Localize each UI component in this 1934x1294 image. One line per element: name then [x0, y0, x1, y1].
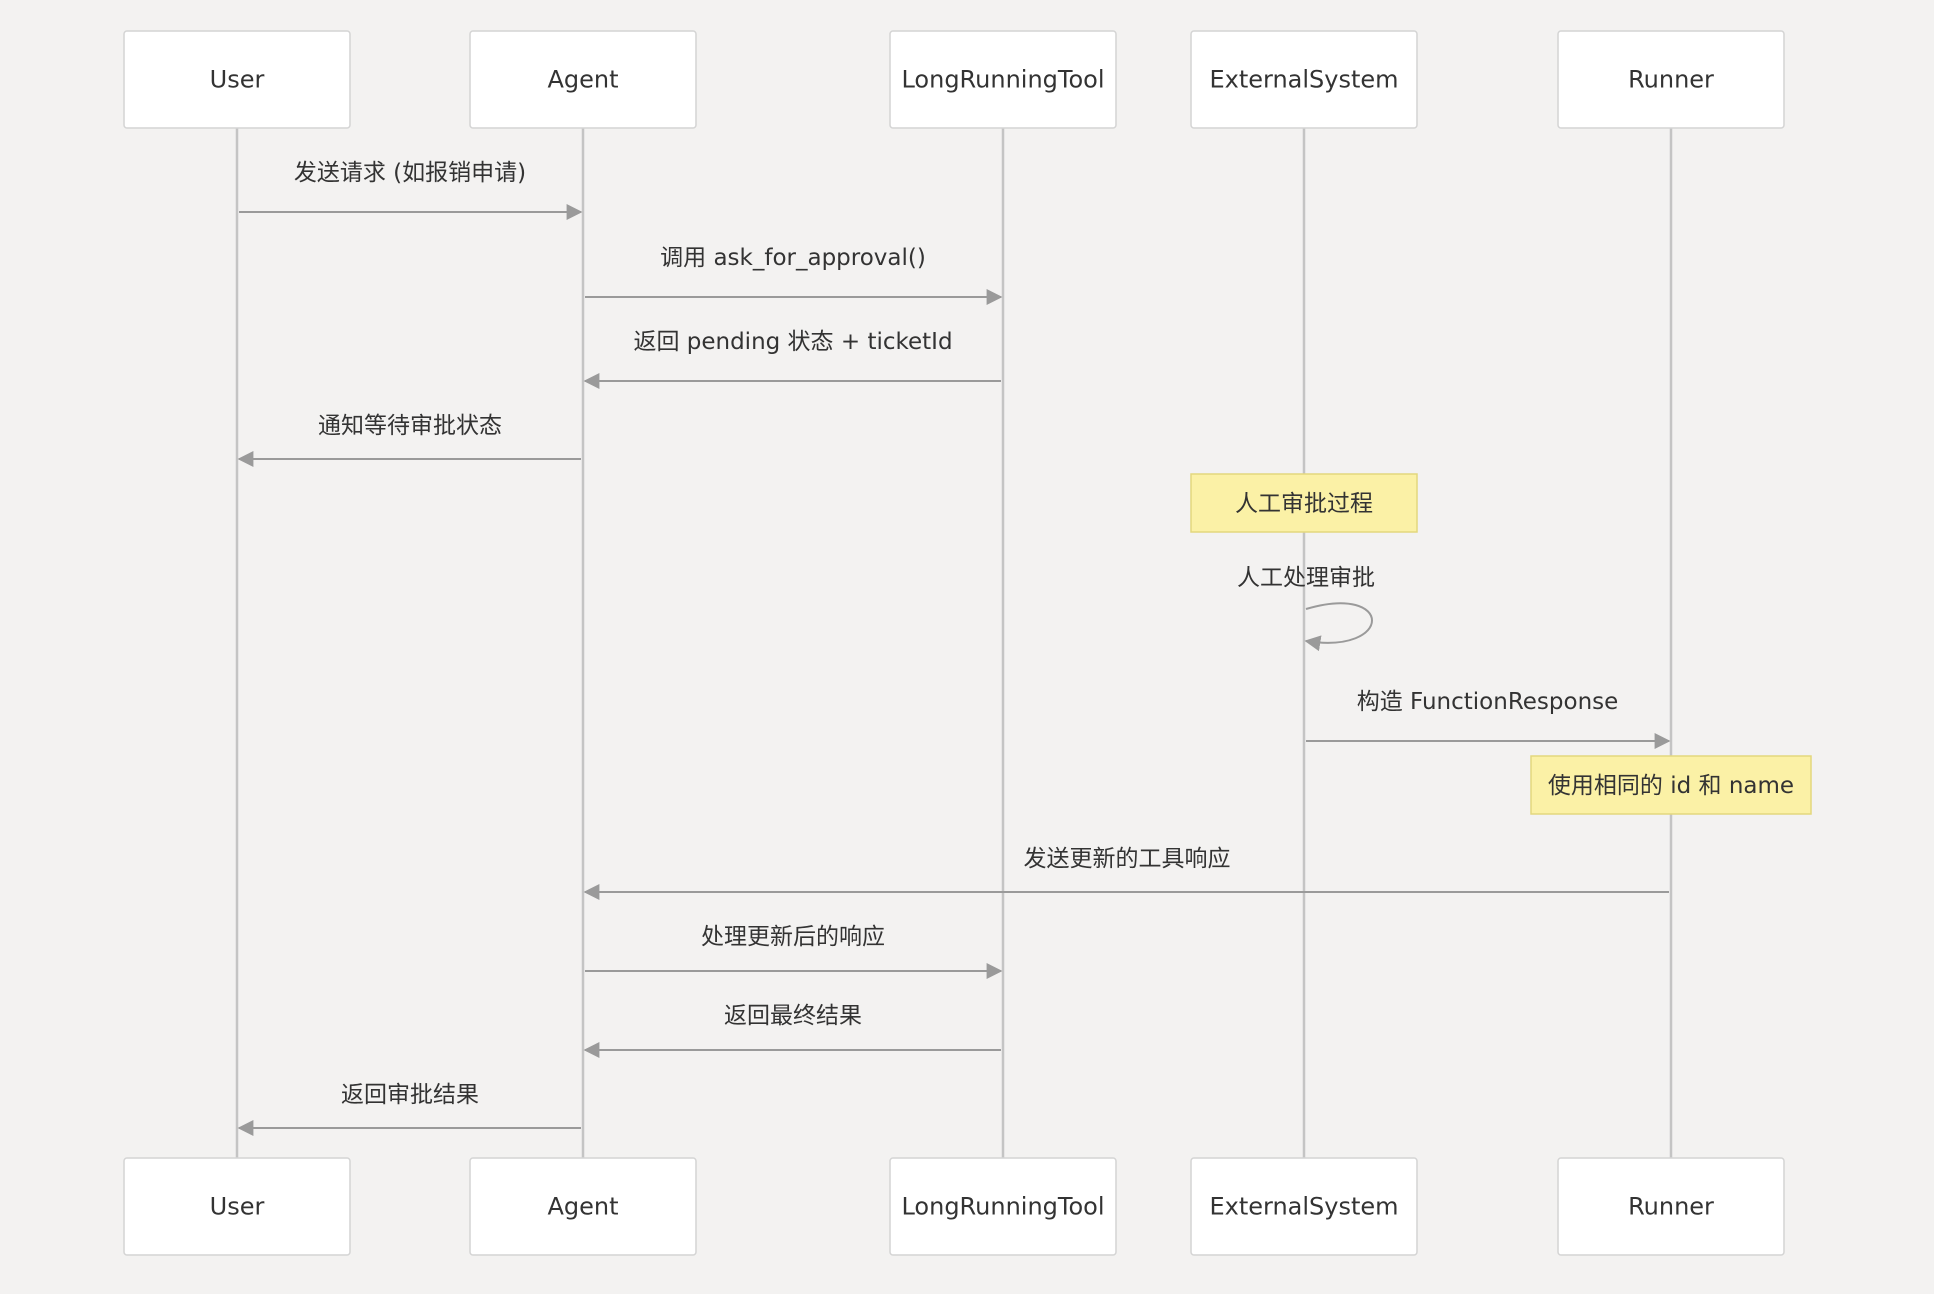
message-label: 调用 ask_for_approval(): [660, 245, 926, 271]
participant-label: Agent: [547, 66, 618, 94]
participant-box: [889, 30, 1117, 129]
message: 人工处理审批: [1237, 565, 1375, 652]
message: 返回审批结果: [237, 1082, 581, 1136]
message: 发送更新的工具响应: [583, 846, 1669, 900]
participant-label: Runner: [1628, 66, 1714, 94]
message: 构造 FunctionResponse: [1306, 689, 1671, 749]
self-message-arrow: [1304, 602, 1373, 652]
message-label: 返回最终结果: [724, 1003, 862, 1029]
participant-box: [469, 30, 697, 129]
participant-box: [1557, 1157, 1785, 1256]
participant-label: Agent: [547, 1193, 618, 1221]
participant-label: ExternalSystem: [1209, 66, 1398, 94]
participant-box: [469, 1157, 697, 1256]
participant-agent-bottom: Agent: [469, 1157, 697, 1256]
participant-label: User: [210, 1193, 265, 1221]
participant-user-bottom: User: [123, 1157, 351, 1256]
participant-long-running-tool-bottom: LongRunningTool: [889, 1157, 1117, 1256]
note: 使用相同的 id 和 name: [1530, 755, 1812, 815]
message: 返回 pending 状态 + ticketId: [583, 329, 1001, 389]
message-label: 人工处理审批: [1237, 565, 1375, 591]
message: 返回最终结果: [583, 1003, 1001, 1058]
participant-label: LongRunningTool: [901, 66, 1104, 94]
messages: 发送请求 (如报销申请) 调用 ask_for_approval() 返回 pend…: [237, 160, 1812, 1136]
note-box: [1190, 473, 1418, 533]
message-label: 发送请求 (如报销申请): [294, 160, 526, 186]
participant-label: ExternalSystem: [1209, 1193, 1398, 1221]
note-label: 人工审批过程: [1235, 491, 1373, 517]
note-box: [1530, 755, 1812, 815]
message-label: 返回审批结果: [341, 1082, 479, 1108]
message: 发送请求 (如报销申请): [239, 160, 583, 220]
participant-box: [123, 1157, 351, 1256]
message: 处理更新后的响应: [585, 924, 1003, 979]
participant-long-running-tool-top: LongRunningTool: [889, 30, 1117, 129]
message-label: 构造 FunctionResponse: [1357, 689, 1619, 715]
participant-external-system-top: ExternalSystem: [1190, 30, 1418, 129]
participants: UserUserAgentAgentLongRunningToolLongRun…: [123, 30, 1785, 1256]
message-label: 通知等待审批状态: [318, 413, 502, 439]
lifelines: [235, 128, 1673, 1158]
participant-external-system-bottom: ExternalSystem: [1190, 1157, 1418, 1256]
participant-agent-top: Agent: [469, 30, 697, 129]
participant-box: [889, 1157, 1117, 1256]
participant-label: LongRunningTool: [901, 1193, 1104, 1221]
participant-box: [123, 30, 351, 129]
message: 通知等待审批状态: [237, 413, 581, 467]
participant-runner-top: Runner: [1557, 30, 1785, 129]
note: 人工审批过程: [1190, 473, 1418, 533]
participant-label: User: [210, 66, 265, 94]
note-label: 使用相同的 id 和 name: [1548, 773, 1794, 799]
participant-box: [1190, 30, 1418, 129]
message-label: 发送更新的工具响应: [1024, 846, 1231, 872]
message: 调用 ask_for_approval(): [585, 245, 1003, 305]
participant-user-top: User: [123, 30, 351, 129]
message-label: 返回 pending 状态 + ticketId: [633, 329, 952, 355]
participant-runner-bottom: Runner: [1557, 1157, 1785, 1256]
participant-box: [1190, 1157, 1418, 1256]
participant-label: Runner: [1628, 1193, 1714, 1221]
participant-box: [1557, 30, 1785, 129]
message-label: 处理更新后的响应: [701, 924, 885, 950]
